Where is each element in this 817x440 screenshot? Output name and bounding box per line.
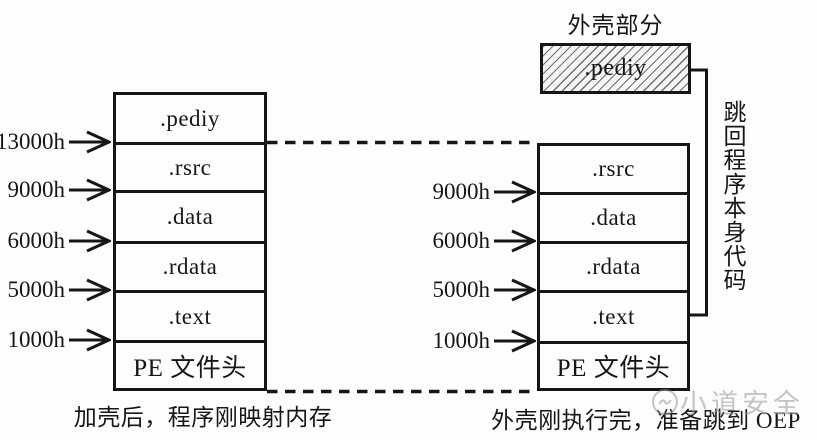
shell-section-box: .pediy [540,43,691,94]
address-row-1000h: 1000h [7,327,111,353]
packed-memory-box: .pediy .rsrc .data .rdata .text PE 文件头 [113,92,267,391]
jump-back-label: 跳回程序本身代码 [720,100,745,292]
section-pe-header: PE 文件头 [540,341,687,388]
arrow-right-icon [69,130,111,154]
arrow-right-icon [494,278,536,302]
section-data: .data [116,190,264,241]
address-label: 9000h [432,179,491,204]
arrow-right-icon [69,229,111,253]
unpacked-memory-box: .rsrc .data .rdata .text PE 文件头 [537,143,690,391]
address-label: 1000h [432,328,491,353]
section-rdata: .rdata [540,241,687,290]
section-data: .data [540,192,687,241]
arrow-right-icon [69,328,111,352]
address-label: 6000h [432,228,491,253]
arrow-right-icon [69,178,111,202]
section-pe-header: PE 文件头 [116,340,264,388]
address-label: 6000h [7,228,66,253]
address-label: 13000h [0,129,65,154]
section-text: .text [540,290,687,341]
right-caption: 外壳刚执行完，准备跳到 OEP [491,408,801,433]
section-rsrc: .rsrc [116,142,264,190]
section-rsrc: .rsrc [592,156,635,181]
section-pediy: .pediy [160,105,220,131]
address-row-9000h: 9000h [7,177,111,203]
address-label: 9000h [7,177,66,202]
address-row-5000h: 5000h [7,277,111,303]
address-row-13000h: 13000h [0,129,111,155]
shell-section-label: .pediy [584,55,647,81]
left-caption: 加壳后，程序刚映射内存 [73,405,333,430]
address-row-1000h: 1000h [432,328,536,354]
address-row-9000h: 9000h [432,179,536,205]
section-rdata: .rdata [116,241,264,290]
address-label: 1000h [7,327,66,352]
address-label: 5000h [432,277,491,302]
shell-part-title: 外壳部分 [567,13,664,38]
arrow-right-icon [494,229,536,253]
arrow-right-icon [494,329,536,353]
address-row-5000h: 5000h [432,277,536,303]
arrow-right-icon [69,278,111,302]
address-row-6000h: 6000h [432,228,536,254]
section-text: .text [116,290,264,340]
address-row-6000h: 6000h [7,228,111,254]
arrow-right-icon [494,180,536,204]
address-label: 5000h [7,277,66,302]
